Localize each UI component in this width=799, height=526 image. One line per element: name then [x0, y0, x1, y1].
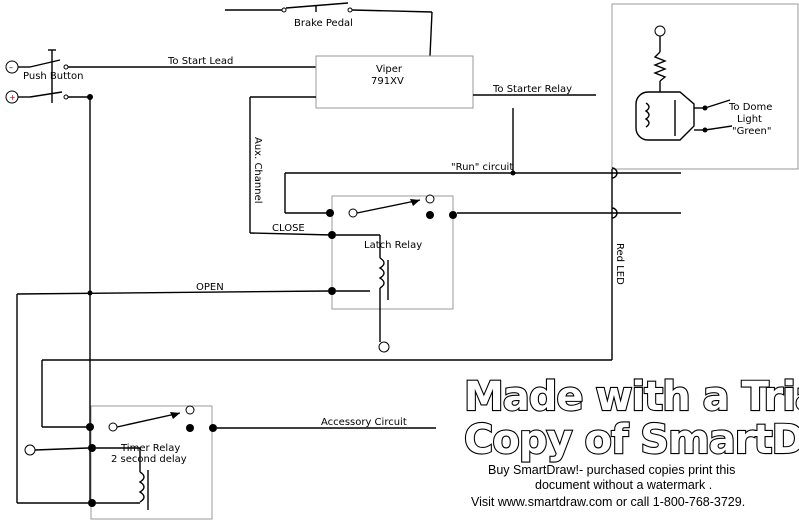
viper-model-label: 791XV: [371, 76, 404, 87]
watermark-line2: Copy of SmartDraw: [464, 417, 799, 463]
to-start-lead-label: To Start Lead: [167, 56, 233, 67]
accessory-circuit-label: Accessory Circuit: [321, 417, 407, 428]
red-led-label: Red LED: [614, 243, 625, 285]
open-label: OPEN: [196, 282, 224, 293]
brake-pedal-label: Brake Pedal: [294, 18, 353, 29]
svg-text:+: +: [9, 93, 16, 102]
aux-channel-label: Aux. Channel: [252, 137, 263, 204]
red-led-wire: [611, 167, 618, 360]
watermark-note2: document without a watermark .: [535, 478, 712, 492]
timer-delay-label: 2 second delay: [111, 454, 187, 465]
run-circuit-label: "Run" circuit: [451, 162, 513, 173]
push-button-label: Push Button: [23, 71, 83, 82]
watermark-note3: Visit www.smartdraw.com or call 1-800-76…: [471, 495, 745, 509]
svg-text:–: –: [9, 63, 13, 72]
dome-light-box: [611, 3, 799, 170]
viper-791xv-unit: [315, 55, 474, 109]
timer-relay: [16, 293, 436, 520]
latch-relay: [326, 194, 681, 353]
smartdraw-watermark: Made with a Trial Copy of SmartDraw Buy …: [463, 373, 799, 509]
to-starter-relay-label: To Starter Relay: [492, 84, 572, 95]
brake-pedal-switch: [225, 2, 433, 57]
watermark-note1: Buy SmartDraw!- purchased copies print t…: [488, 463, 735, 477]
watermark-line1: Made with a Trial: [464, 374, 799, 420]
latch-relay-label: Latch Relay: [364, 240, 422, 251]
viper-label: Viper: [376, 64, 403, 75]
timer-relay-label: Timer Relay: [120, 443, 180, 454]
green-label: "Green": [732, 126, 771, 137]
dome-light-label: Light: [737, 114, 762, 125]
to-dome-label: To Dome: [728, 102, 772, 113]
close-label: CLOSE: [272, 223, 305, 234]
dome-light-relay: [635, 25, 733, 141]
